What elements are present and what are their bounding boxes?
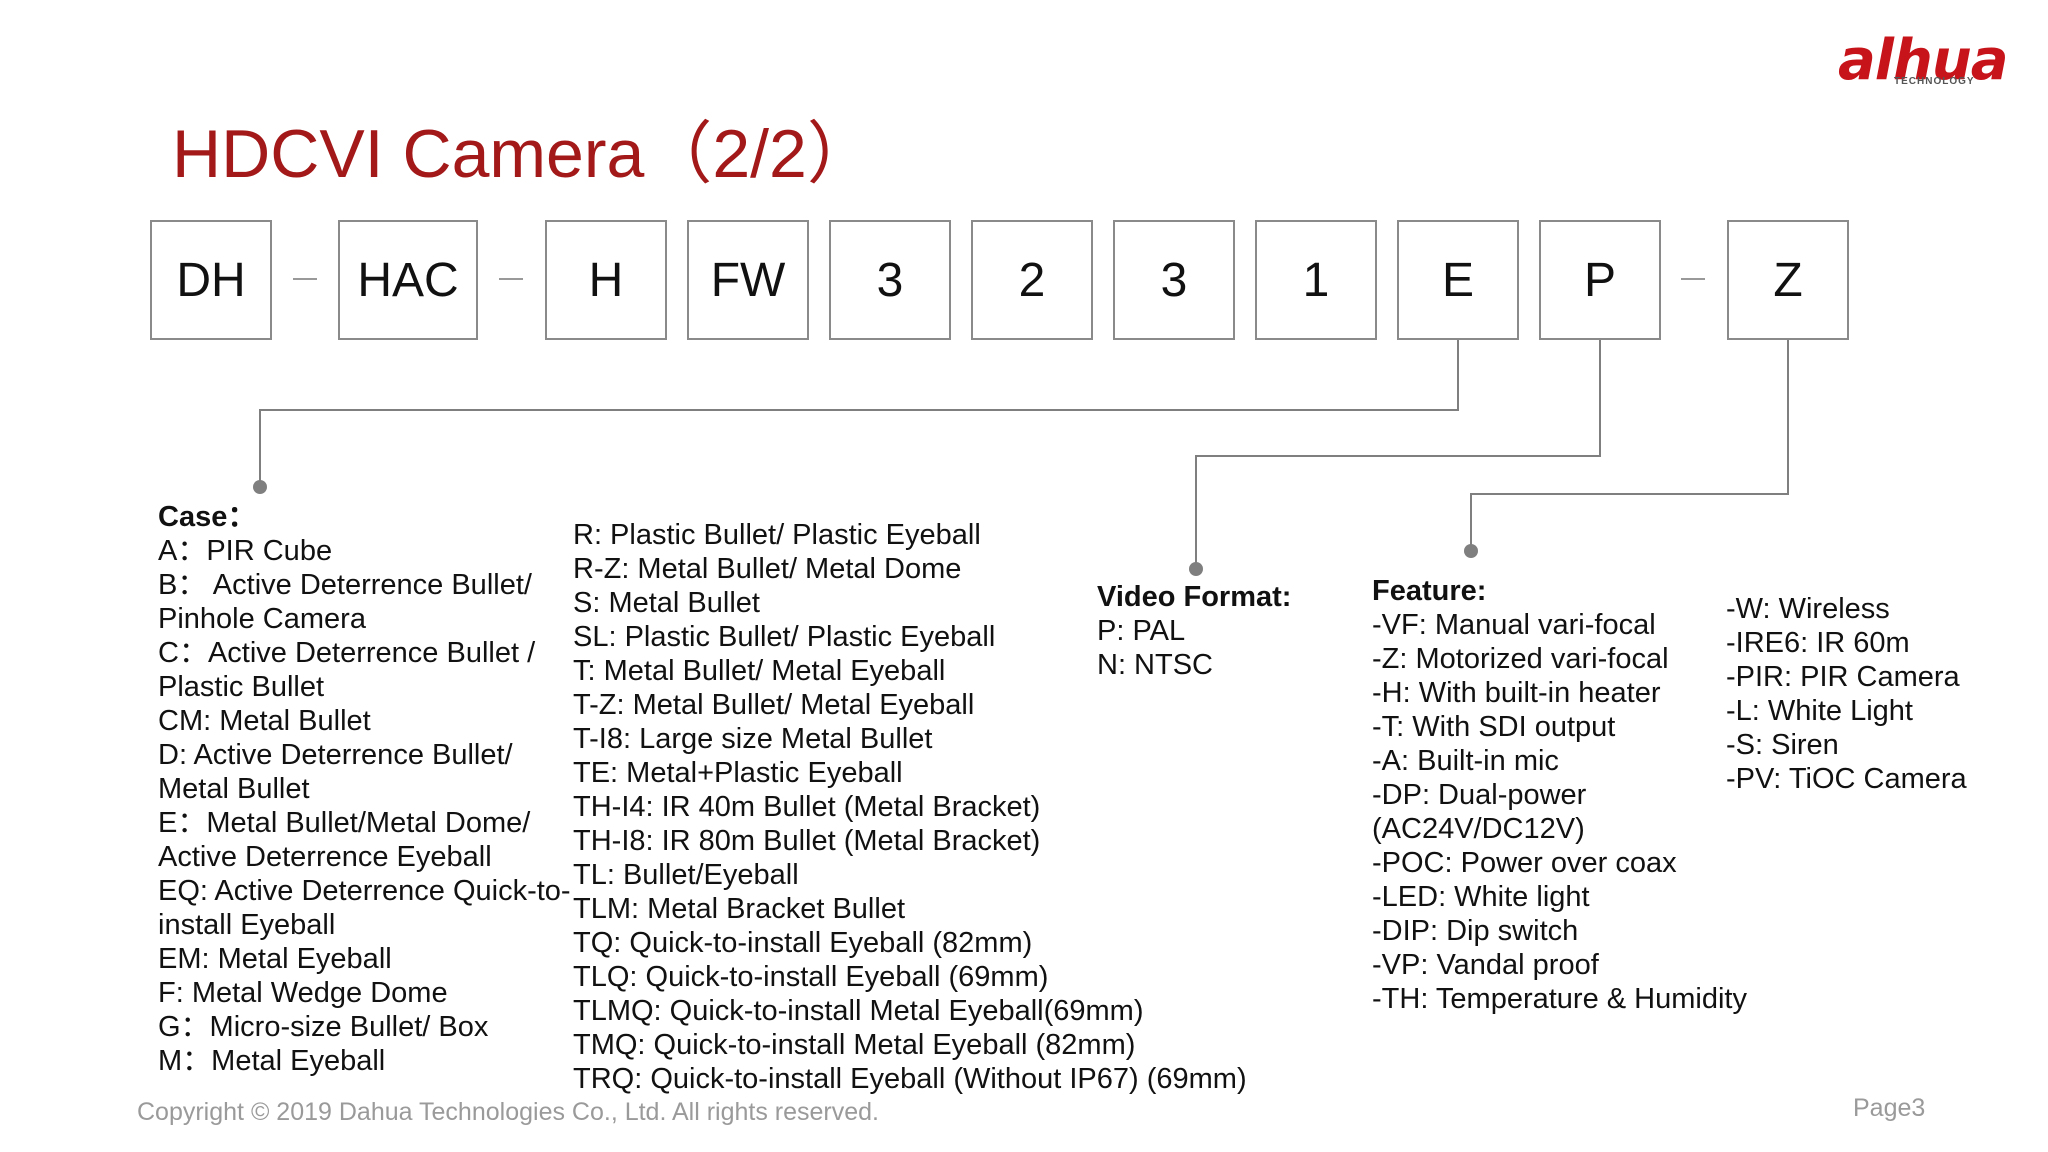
case-item: R: Plastic Bullet/ Plastic Eyeball [573,519,981,551]
connector-z-to-feature [1470,340,1789,550]
feature-item: -DP: Dual-power [1372,779,1587,811]
case-item: F: Metal Wedge Dome [158,977,448,1009]
case-item: E：Metal Bullet/Metal Dome/ [158,807,531,839]
feature-item: -POC: Power over coax [1372,847,1677,879]
feature-item: (AC24V/DC12V) [1372,813,1585,845]
code-box-3a: 3 [829,220,951,340]
copyright-text: Copyright © 2019 Dahua Technologies Co.,… [137,1098,879,1126]
case-column-2: R: Plastic Bullet/ Plastic Eyeball R-Z: … [573,518,1247,1096]
connector-dot-case [253,480,267,494]
case-item: Plastic Bullet [158,671,325,703]
case-item: M：Metal Eyeball [158,1045,386,1077]
case-item: TQ: Quick-to-install Eyeball (82mm) [573,927,1033,959]
case-item: TH-I8: IR 80m Bullet (Metal Bracket) [573,825,1041,857]
separator-dash [499,278,523,280]
case-column: Case： A：PIR Cube B： Active Deterrence Bu… [158,500,571,1078]
feature-item: -VP: Vandal proof [1372,949,1599,981]
page-title: HDCVI Camera（2/2） [172,116,875,192]
feature-column: Feature: -VF: Manual vari-focal -Z: Moto… [1372,574,1747,1016]
feature-item: -A: Built-in mic [1372,745,1559,777]
case-item: S: Metal Bullet [573,587,760,619]
feature-item: -W: Wireless [1726,593,1890,625]
feature-column-2: -W: Wireless -IRE6: IR 60m -PIR: PIR Cam… [1726,592,1967,796]
separator-dash [293,278,317,280]
feature-item: -VF: Manual vari-focal [1372,609,1656,641]
feature-item: -PV: TiOC Camera [1726,763,1967,795]
feature-item: -DIP: Dip switch [1372,915,1579,947]
case-item: A：PIR Cube [158,535,333,567]
video-format-column: Video Format: P: PAL N: NTSC [1097,580,1291,682]
code-box-dh: DH [150,220,272,340]
case-item: SL: Plastic Bullet/ Plastic Eyeball [573,621,996,653]
connector-dot-feature [1464,544,1478,558]
case-item: TLQ: Quick-to-install Eyeball (69mm) [573,961,1049,993]
case-item: CM: Metal Bullet [158,705,371,737]
code-box-2: 2 [971,220,1093,340]
case-item: TL: Bullet/Eyeball [573,859,799,891]
case-item: TH-I4: IR 40m Bullet (Metal Bracket) [573,791,1041,823]
feature-item: -L: White Light [1726,695,1913,727]
case-item: D: Active Deterrence Bullet/ [158,739,513,771]
connector-e-to-case [259,340,1459,486]
feature-heading: Feature: [1372,575,1487,607]
case-item: EQ: Active Deterrence Quick-to- [158,875,571,907]
case-item: TE: Metal+Plastic Eyeball [573,757,903,789]
case-item: install Eyeball [158,909,336,941]
feature-item: -TH: Temperature & Humidity [1372,983,1747,1015]
connector-p-to-video-format [1195,340,1601,568]
case-item: G：Micro-size Bullet/ Box [158,1011,489,1043]
dahua-logo: alhua TECHNOLOGY [1838,28,2038,94]
case-item: Active Deterrence Eyeball [158,841,492,873]
case-item: EM: Metal Eyeball [158,943,392,975]
feature-item: -H: With built-in heater [1372,677,1661,709]
page-number: Page3 [1853,1094,1926,1122]
video-format-item: N: NTSC [1097,649,1213,681]
code-box-z: Z [1727,220,1849,340]
code-box-1: 1 [1255,220,1377,340]
case-heading: Case： [158,501,257,533]
code-box-h: H [545,220,667,340]
feature-item: -S: Siren [1726,729,1839,761]
video-format-heading: Video Format: [1097,581,1292,613]
code-box-3b: 3 [1113,220,1235,340]
code-box-hac: HAC [338,220,478,340]
logo-text: alhua [1838,28,2009,93]
logo-subtitle: TECHNOLOGY [1894,76,1975,87]
code-box-fw: FW [687,220,809,340]
case-item: B： Active Deterrence Bullet/ [158,569,532,601]
case-item: Pinhole Camera [158,603,366,635]
case-item: Metal Bullet [158,773,310,805]
connector-dot-video-format [1189,562,1203,576]
video-format-item: P: PAL [1097,615,1186,647]
case-item: T-Z: Metal Bullet/ Metal Eyeball [573,689,975,721]
case-item: TMQ: Quick-to-install Metal Eyeball (82m… [573,1029,1136,1061]
feature-item: -IRE6: IR 60m [1726,627,1910,659]
feature-item: -T: With SDI output [1372,711,1616,743]
case-item: TRQ: Quick-to-install Eyeball (Without I… [573,1063,1247,1095]
feature-item: -PIR: PIR Camera [1726,661,1960,693]
case-item: C：Active Deterrence Bullet / [158,637,536,669]
feature-item: -Z: Motorized vari-focal [1372,643,1669,675]
case-item: R-Z: Metal Bullet/ Metal Dome [573,553,962,585]
case-item: TLM: Metal Bracket Bullet [573,893,905,925]
feature-item: -LED: White light [1372,881,1590,913]
case-item: T-I8: Large size Metal Bullet [573,723,933,755]
code-box-p: P [1539,220,1661,340]
code-box-e: E [1397,220,1519,340]
separator-dash [1681,278,1705,280]
case-item: TLMQ: Quick-to-install Metal Eyeball(69m… [573,995,1144,1027]
case-item: T: Metal Bullet/ Metal Eyeball [573,655,946,687]
